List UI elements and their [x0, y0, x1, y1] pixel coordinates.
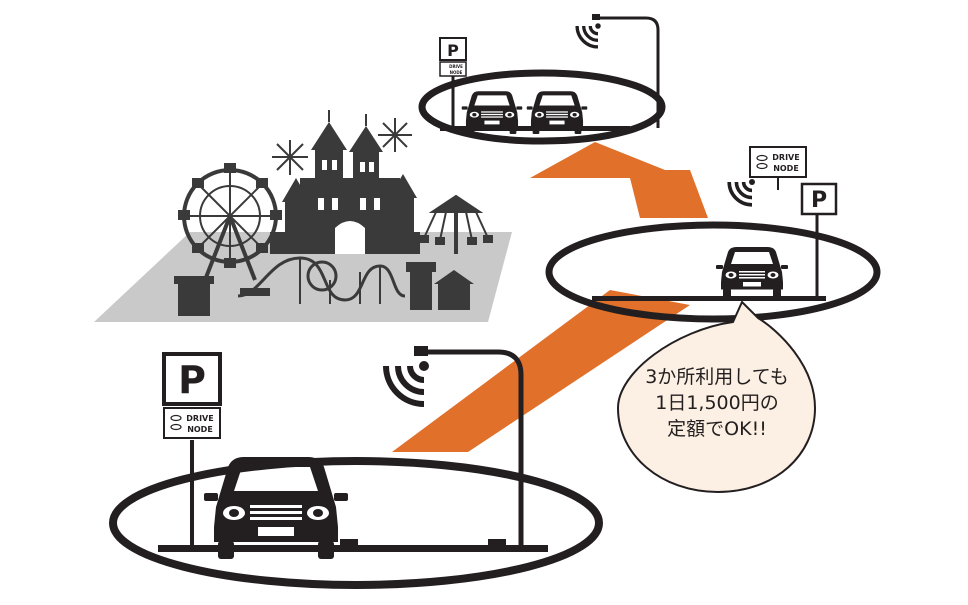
roller-coaster [237, 256, 406, 304]
drive-node-line2: NODE [187, 425, 213, 434]
speech-bubble: 3か所利用しても 1日1,500円の 定額でOK!! [616, 300, 817, 494]
parking-lot-middle: P DRIVE NODE [545, 146, 881, 323]
parking-sign-icon: P [800, 182, 838, 216]
car-icon [716, 247, 788, 298]
route-arrow-upper [530, 142, 708, 218]
amusement-park-icon [94, 110, 512, 322]
parking-sign-letter: P [811, 188, 827, 213]
swing-ride [419, 194, 493, 254]
wifi-signal-icon [386, 361, 429, 404]
parking-sign-letter: P [447, 41, 459, 60]
street-lamp-icon [596, 16, 660, 31]
drive-node-sign-icon: DRIVE NODE [439, 61, 467, 77]
wifi-signal-icon [727, 177, 757, 207]
lot-ring-top [418, 69, 666, 145]
parking-sign-icon: P [439, 37, 467, 61]
street-lamp-icon [422, 349, 524, 376]
drive-node-line2: NODE [773, 164, 799, 173]
lot-ring-bottom [109, 457, 603, 589]
fireworks-icon [272, 118, 412, 175]
drive-node-line1: DRIVE [772, 153, 799, 162]
bubble-line-1: 3か所利用しても [645, 366, 789, 388]
route-arrow-lower [392, 290, 690, 452]
bubble-line-3: 定額でOK!! [667, 418, 767, 440]
drive-node-line2: NODE [450, 70, 463, 75]
wifi-signal-icon [575, 21, 603, 49]
booths [174, 262, 474, 316]
lot-ring-middle [545, 221, 881, 323]
parking-lot-bottom: P DRIVE NODE [109, 346, 603, 589]
drive-node-line1: DRIVE [449, 64, 463, 69]
parking-lot-top: P DRIVE NODE [418, 14, 666, 145]
parking-sign-letter: P [178, 358, 206, 402]
drive-node-sign-icon: DRIVE NODE [749, 146, 807, 178]
parking-sign-icon: P [162, 352, 222, 406]
drive-node-line1: DRIVE [186, 414, 213, 423]
bubble-line-2: 1日1,500円の [655, 392, 778, 414]
route-arrows [392, 142, 708, 452]
drive-node-sign-icon: DRIVE NODE [163, 407, 221, 439]
